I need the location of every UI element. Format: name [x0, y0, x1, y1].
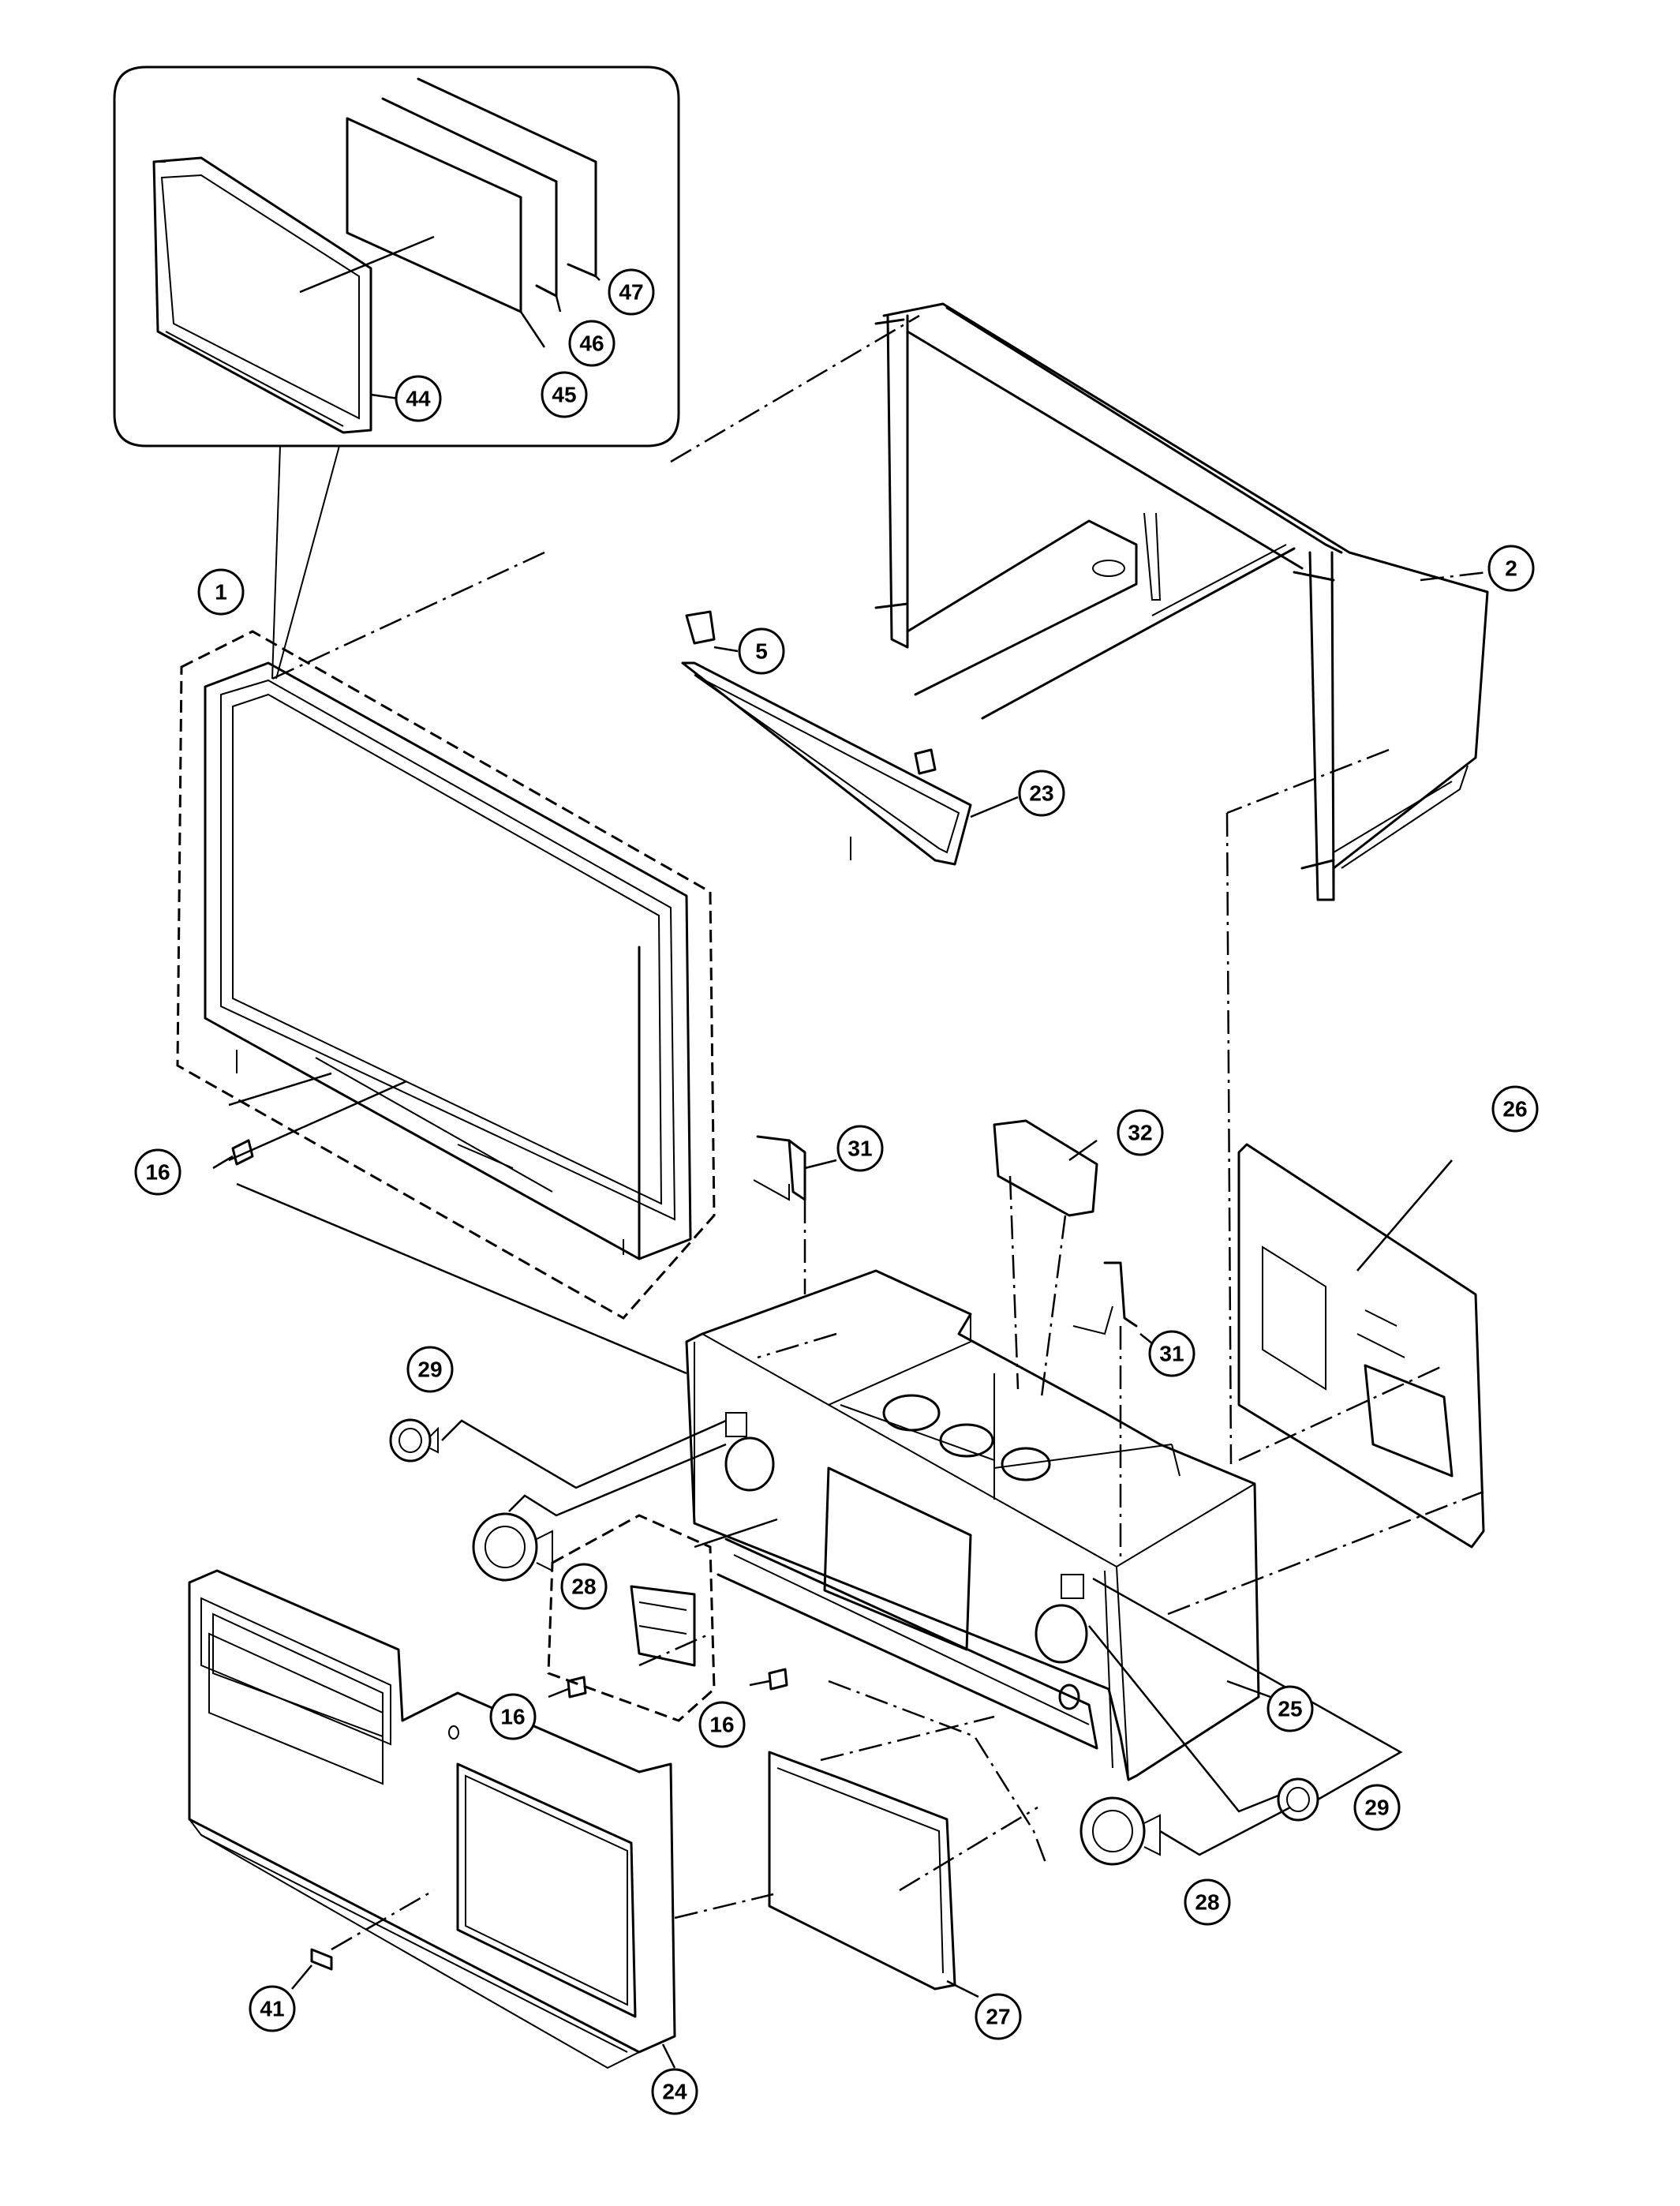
svg-text:16: 16 — [500, 1705, 525, 1729]
svg-text:5: 5 — [755, 639, 768, 664]
svg-text:45: 45 — [552, 383, 576, 407]
svg-text:25: 25 — [1278, 1697, 1302, 1721]
detail-inset — [113, 66, 680, 680]
svg-text:1: 1 — [215, 580, 227, 605]
callout-16-b: 16 — [489, 1693, 537, 1740]
callout-27: 27 — [975, 1993, 1022, 2040]
callout-31-b: 31 — [1148, 1330, 1195, 1377]
svg-text:29: 29 — [1364, 1796, 1389, 1820]
callout-23: 23 — [1018, 770, 1065, 817]
svg-text:2: 2 — [1505, 556, 1517, 581]
screen-assembly — [176, 551, 716, 1375]
svg-text:24: 24 — [662, 2080, 687, 2104]
svg-text:31: 31 — [1159, 1342, 1184, 1366]
callout-24: 24 — [651, 2068, 698, 2115]
callout-26: 26 — [1491, 1085, 1539, 1133]
svg-text:44: 44 — [406, 387, 431, 411]
callout-31-a: 31 — [836, 1125, 884, 1172]
pc-board — [768, 1680, 1047, 1998]
svg-text:27: 27 — [986, 2005, 1010, 2029]
callout-16-a: 16 — [134, 1148, 181, 1196]
callout-47: 47 — [608, 268, 655, 316]
svg-text:16: 16 — [145, 1160, 170, 1185]
callout-29-b: 29 — [1353, 1784, 1401, 1831]
svg-text:32: 32 — [1128, 1121, 1152, 1145]
front-panel — [188, 1569, 774, 2069]
svg-text:23: 23 — [1029, 781, 1053, 806]
callout-25: 25 — [1267, 1685, 1314, 1732]
svg-text:16: 16 — [709, 1713, 734, 1737]
cabinet — [685, 812, 1271, 1781]
callout-28-a: 28 — [560, 1563, 608, 1610]
callout-45: 45 — [541, 371, 588, 418]
screen-layers — [299, 77, 597, 313]
svg-text:26: 26 — [1502, 1097, 1527, 1122]
svg-text:41: 41 — [260, 1997, 284, 2021]
callout-32: 32 — [1117, 1109, 1164, 1156]
top-frame — [670, 302, 1489, 901]
svg-text:29: 29 — [417, 1358, 442, 1382]
callout-44: 44 — [395, 375, 442, 422]
rear-panel — [1167, 1143, 1485, 1616]
callout-46: 46 — [568, 320, 616, 367]
callout-41: 41 — [249, 1985, 296, 2032]
callout-2: 2 — [1487, 545, 1535, 592]
svg-text:31: 31 — [847, 1137, 872, 1161]
screws — [212, 1139, 788, 1699]
speakers — [389, 1418, 1403, 1866]
callout-16-c: 16 — [698, 1701, 746, 1748]
callout-29-a: 29 — [406, 1346, 454, 1393]
control-board — [547, 1514, 778, 1722]
small-screen-frame — [152, 156, 372, 434]
svg-text:28: 28 — [1195, 1890, 1219, 1915]
svg-text:28: 28 — [571, 1575, 596, 1599]
callout-28-b: 28 — [1184, 1878, 1231, 1926]
mirror-assembly — [681, 547, 1296, 866]
callout-5: 5 — [738, 627, 785, 675]
svg-text:47: 47 — [619, 280, 643, 305]
callout-1: 1 — [197, 568, 245, 616]
svg-text:46: 46 — [579, 331, 604, 356]
brackets — [753, 1119, 1161, 1559]
